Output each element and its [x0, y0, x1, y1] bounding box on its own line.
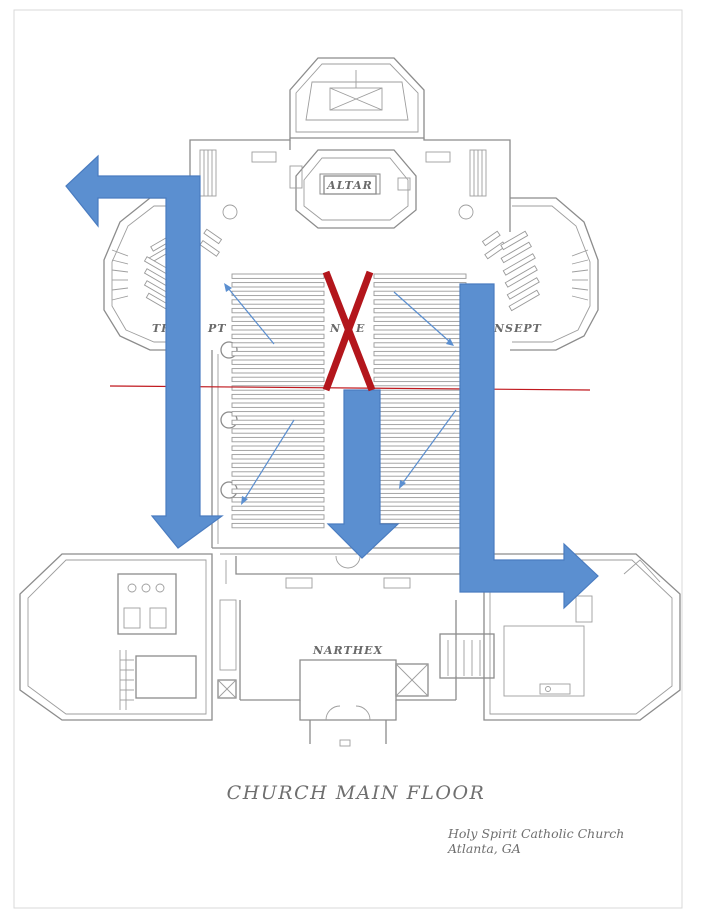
flow-arrow-4 [401, 409, 457, 485]
pew [231, 368, 325, 374]
pew [373, 368, 467, 374]
flow-arrow-3-head [241, 496, 248, 505]
pew [373, 393, 467, 400]
pew [231, 376, 325, 383]
pew [373, 445, 467, 451]
pew [231, 333, 325, 340]
pew [373, 316, 467, 322]
pew [231, 462, 325, 469]
sanctuary [189, 138, 511, 232]
pew [373, 479, 467, 486]
pew [231, 350, 325, 357]
narthex-label: NARTHEX [312, 644, 383, 657]
pew [373, 488, 467, 494]
center-aisle-arrow [326, 389, 400, 559]
flow-arrow-4-head [399, 480, 406, 489]
pew [231, 290, 325, 297]
pew [231, 479, 325, 486]
page-border [13, 9, 683, 909]
pew [373, 402, 467, 408]
pew [373, 505, 467, 512]
flow-arrow-1 [227, 287, 275, 345]
pew [231, 307, 325, 314]
pew [231, 282, 325, 288]
pew [231, 488, 325, 494]
flow-arrows-small [224, 283, 457, 505]
transept-right [481, 197, 599, 351]
pew [373, 471, 467, 477]
church-caption: Holy Spirit Catholic Church Atlanta, GA [448, 826, 624, 856]
pew [231, 393, 325, 400]
narthex-wing-left [19, 553, 237, 721]
apse [289, 57, 425, 139]
pew [231, 505, 325, 512]
pew [231, 325, 325, 331]
pew [231, 411, 325, 417]
pew [373, 514, 467, 520]
pew [231, 454, 325, 460]
pew [231, 436, 325, 443]
church-name: Holy Spirit Catholic Church [448, 826, 625, 841]
pew [373, 307, 467, 314]
flow-arrow-2 [393, 291, 451, 343]
nave-label: N [329, 322, 341, 335]
transept-left-label-tail: PT [207, 322, 226, 335]
pew [231, 522, 325, 529]
pew [373, 350, 467, 357]
exit-arrow-left [65, 154, 224, 549]
pew [373, 290, 467, 297]
nave-label-tail: E [355, 322, 365, 335]
church-location: Atlanta, GA [448, 841, 521, 856]
flow-arrow-2-head [446, 338, 454, 346]
pews-left [231, 273, 325, 529]
pew [373, 273, 467, 279]
pews-right [373, 273, 467, 529]
room-labels: ALTAR TR PT N E NSEPT NARTHEX [152, 173, 542, 657]
altar-label: ALTAR [326, 179, 373, 192]
transept-right-label: NSEPT [493, 322, 542, 335]
flow-arrow-1-head [224, 283, 232, 292]
pew [231, 299, 325, 305]
pew [231, 342, 325, 348]
pew [373, 462, 467, 469]
pew [231, 359, 325, 365]
pew [231, 471, 325, 477]
floor-title: CHURCH MAIN FLOOR [226, 782, 486, 804]
pew [231, 316, 325, 322]
pew [373, 325, 467, 331]
flow-arrow-3 [243, 419, 295, 501]
pew [373, 428, 467, 434]
pew [231, 402, 325, 408]
pew [373, 436, 467, 443]
pew [373, 359, 467, 365]
pew [373, 282, 467, 288]
pew [231, 497, 325, 503]
pew [373, 376, 467, 383]
pew [373, 299, 467, 305]
pew [231, 514, 325, 520]
pew [231, 419, 325, 426]
narthex-wing-right [395, 553, 681, 721]
pew [231, 428, 325, 434]
blocked-x-mark [322, 270, 376, 392]
exit-arrow-right [459, 283, 599, 610]
pew [373, 419, 467, 426]
pew [231, 273, 325, 279]
pew [373, 497, 467, 503]
pew [373, 333, 467, 340]
